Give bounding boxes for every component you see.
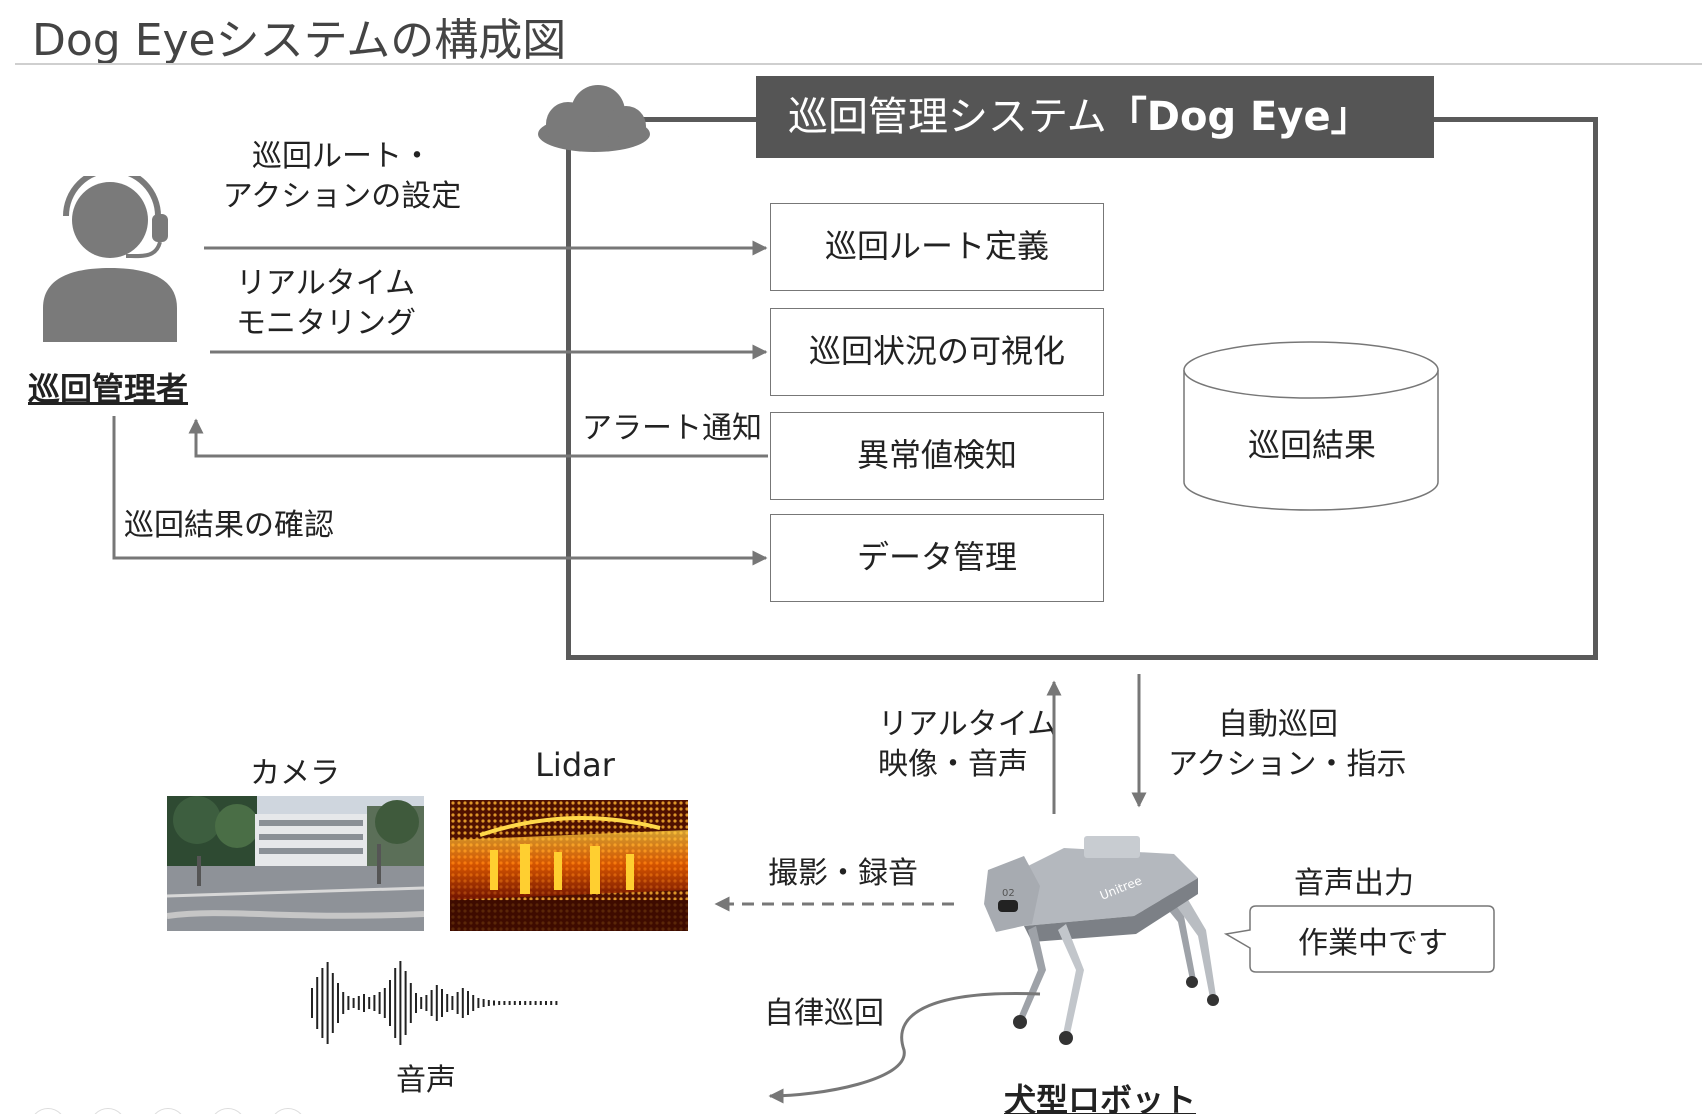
manager-label: 巡回管理者 bbox=[28, 370, 189, 408]
operator-headset-icon bbox=[43, 176, 177, 342]
cloud-icon bbox=[538, 85, 650, 152]
database-label: 巡回結果 bbox=[1247, 426, 1376, 464]
robot-dog-image: Unitree 02 bbox=[984, 836, 1219, 1045]
capture-label: 撮影・録音 bbox=[768, 856, 918, 891]
monitoring-label: リアルタイム モニタリング bbox=[236, 264, 416, 344]
svg-text:02: 02 bbox=[1002, 888, 1015, 899]
function-box-route-definition: 巡回ルート定義 bbox=[770, 203, 1104, 291]
monitoring-label-line2: モニタリング bbox=[236, 306, 416, 341]
slide-dots bbox=[30, 1108, 330, 1114]
audio-label: 音声 bbox=[396, 1063, 456, 1098]
robot-down-flow-line1: 自動巡回 bbox=[1218, 707, 1338, 742]
function-box-visualization: 巡回状況の可視化 bbox=[770, 308, 1104, 396]
function-box-anomaly-detection: 異常値検知 bbox=[770, 412, 1104, 500]
speech-bubble-shape bbox=[1223, 905, 1495, 973]
function-box-data-management: データ管理 bbox=[770, 514, 1104, 602]
monitoring-label-line1: リアルタイム bbox=[236, 266, 416, 301]
database-cylinder bbox=[1183, 341, 1439, 511]
robot-label: 犬型ロボット bbox=[1004, 1081, 1197, 1114]
robot-down-flow-line2: アクション・指示 bbox=[1168, 747, 1407, 782]
confirm-results-arrow bbox=[112, 416, 768, 566]
lidar-image bbox=[450, 800, 688, 931]
robot-up-flow-label: リアルタイム 映像・音声 bbox=[878, 705, 1057, 785]
route-setting-label-line1: 巡回ルート・ bbox=[252, 139, 432, 174]
speech-bubble-text: 作業中です bbox=[1298, 926, 1448, 961]
title-divider bbox=[15, 63, 1702, 65]
page-title: Dog Eyeシステムの構成図 bbox=[32, 15, 567, 66]
voice-output-label: 音声出力 bbox=[1294, 866, 1414, 901]
robot-down-flow-label: 自動巡回 アクション・指示 bbox=[1168, 705, 1407, 785]
lidar-label: Lidar bbox=[535, 746, 615, 784]
patrol-path-arrow bbox=[768, 992, 1041, 1104]
confirm-results-label: 巡回結果の確認 bbox=[124, 508, 334, 543]
alert-arrow bbox=[188, 418, 768, 458]
route-setting-label: 巡回ルート・ アクションの設定 bbox=[222, 137, 462, 217]
audio-waveform-icon bbox=[311, 961, 558, 1045]
patrol-label: 自律巡回 bbox=[764, 996, 884, 1031]
route-setting-label-line2: アクションの設定 bbox=[222, 179, 462, 214]
system-banner-prefix: 巡回管理システム bbox=[788, 94, 1107, 140]
system-banner: 巡回管理システム「Dog Eye」 bbox=[756, 76, 1434, 158]
camera-image bbox=[167, 796, 424, 931]
robot-up-flow-line2: 映像・音声 bbox=[878, 747, 1028, 782]
robot-up-flow-line1: リアルタイム bbox=[878, 707, 1058, 742]
alert-label: アラート通知 bbox=[582, 411, 762, 446]
system-banner-name: 「Dog Eye」 bbox=[1106, 94, 1371, 140]
camera-label: カメラ bbox=[250, 756, 340, 791]
